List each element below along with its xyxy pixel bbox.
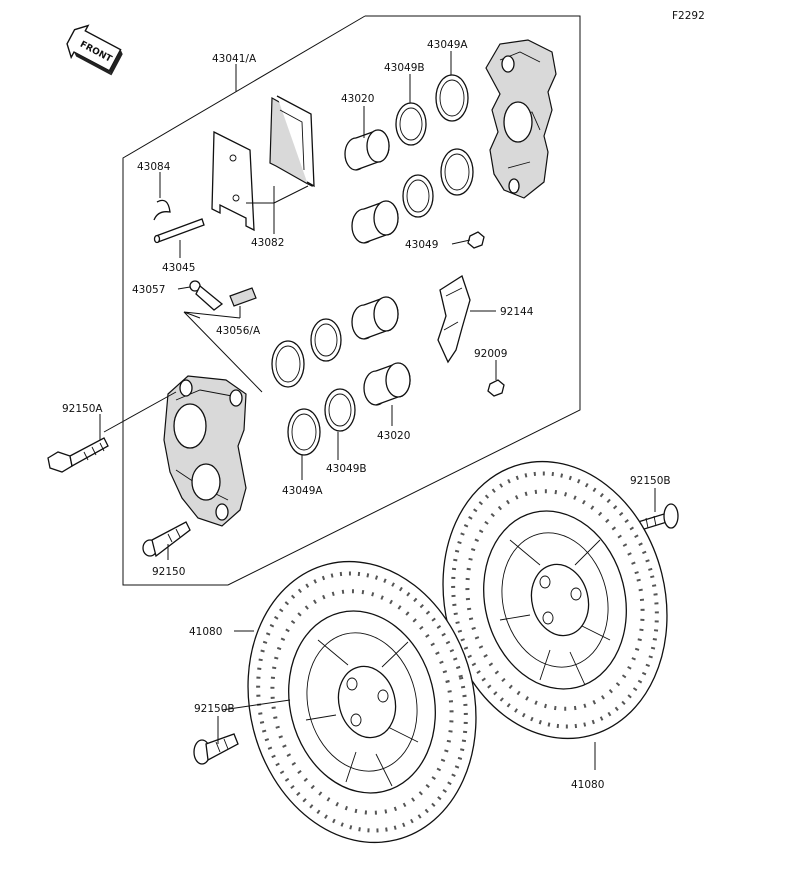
label-92150: 92150: [152, 566, 185, 578]
seal-43049a-lower-a: [271, 340, 305, 388]
label-43049b-top: 43049B: [384, 62, 425, 74]
brake-pad-inner: [211, 130, 255, 232]
seal-43049b-lower-b: [324, 388, 356, 432]
leader-lines: [99, 51, 656, 770]
pad-spring-92144: [437, 275, 471, 364]
bleed-nut-43049: [467, 231, 485, 249]
caliper-assembly-frame: [122, 15, 581, 586]
seal-43049b-lower-a: [310, 318, 342, 362]
label-43020-bottom: 43020: [377, 430, 410, 442]
piston-43020-lower-b: [363, 362, 411, 406]
label-92144: 92144: [500, 306, 534, 318]
seal-43049b-upper-b: [402, 174, 434, 218]
label-92150a: 92150A: [62, 403, 103, 415]
label-43020-top: 43020: [341, 93, 374, 105]
label-41080-right: 41080: [571, 779, 604, 791]
seal-43049a-lower-b: [287, 408, 321, 456]
label-92150b-right: 92150B: [630, 475, 671, 487]
label-92150b-left: 92150B: [194, 703, 235, 715]
label-43082: 43082: [251, 237, 284, 249]
seal-43049b-upper-a: [395, 102, 427, 146]
brake-disc-41080-right: [442, 460, 668, 740]
brake-pad-outer: [269, 95, 315, 188]
bleed-valve-43056: [195, 284, 257, 311]
caliper-outer-half: [485, 39, 557, 199]
pad-pin-43045: [153, 218, 205, 244]
brake-disc-41080-left: [247, 560, 477, 844]
figure-code: F2292: [672, 10, 705, 22]
seal-43049a-upper-b: [440, 148, 474, 196]
piston-43020-lower-a: [351, 296, 399, 340]
bolt-92150a: [47, 437, 109, 473]
bolt-92150: [142, 521, 191, 558]
label-43049: 43049: [405, 239, 438, 251]
bolt-92150b-right: [637, 503, 679, 531]
piston-43020-upper-a: [344, 129, 390, 171]
label-43049b-bottom: 43049B: [326, 463, 367, 475]
label-43049a-top: 43049A: [427, 39, 468, 51]
label-43049a-bottom: 43049A: [282, 485, 323, 497]
seal-43049a-upper-a: [435, 74, 469, 122]
label-43045: 43045: [162, 262, 195, 274]
label-92009: 92009: [474, 348, 507, 360]
bolt-92150b-left: [193, 733, 239, 765]
label-43041-a: 43041/A: [212, 53, 257, 65]
label-43084: 43084: [137, 161, 171, 173]
caliper-inner-half: [163, 375, 247, 527]
pad-spring-clip-43084: [153, 199, 171, 221]
piston-43020-upper-b: [351, 200, 399, 244]
nut-92009: [487, 379, 505, 397]
label-43056-a: 43056/A: [216, 325, 261, 337]
label-43057: 43057: [132, 284, 165, 296]
front-arrow-icon: FRONT: [66, 24, 123, 76]
label-41080-left: 41080: [189, 626, 222, 638]
